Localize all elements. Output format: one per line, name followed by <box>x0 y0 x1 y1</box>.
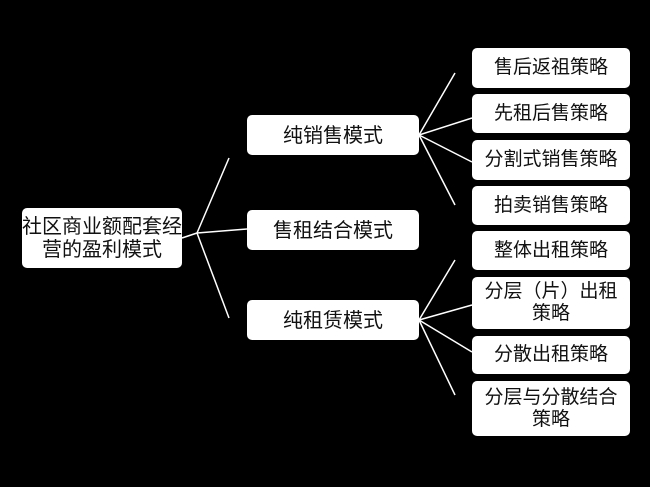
mode-node-pure-lease: 纯租赁模式 <box>247 300 419 340</box>
connector <box>418 259 456 321</box>
strategy-node: 先租后售策略 <box>472 94 630 133</box>
connector <box>196 232 230 319</box>
strategy-node: 售后返祖策略 <box>472 48 630 88</box>
connector <box>418 72 456 136</box>
connector <box>418 319 456 396</box>
connector <box>418 117 473 136</box>
strategy-node: 整体出租策略 <box>472 231 630 270</box>
connector <box>418 134 473 163</box>
connector <box>196 157 230 234</box>
strategy-node: 分割式销售策略 <box>472 140 630 180</box>
mode-node-sale-lease: 售租结合模式 <box>247 210 419 250</box>
connector <box>418 319 473 353</box>
strategy-node: 拍卖销售策略 <box>472 186 630 225</box>
connector <box>196 228 248 234</box>
strategy-node: 分层（片）出租策略 <box>472 277 630 329</box>
mode-node-pure-sales: 纯销售模式 <box>247 115 419 155</box>
connector <box>418 304 473 321</box>
connector <box>181 232 198 239</box>
connector <box>418 134 456 206</box>
strategy-node: 分层与分散结合策略 <box>472 381 630 436</box>
strategy-node: 分散出租策略 <box>472 336 630 374</box>
root-node: 社区商业额配套经营的盈利模式 <box>22 208 182 268</box>
